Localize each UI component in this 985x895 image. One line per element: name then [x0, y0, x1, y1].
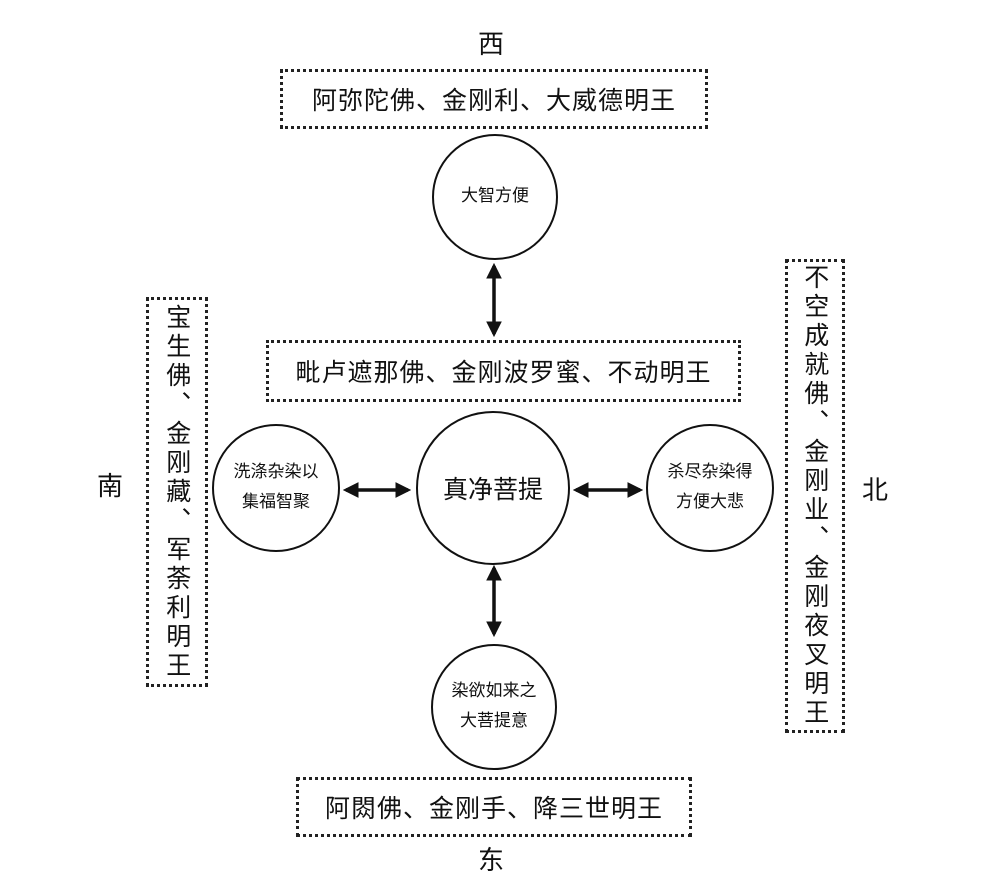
top-circle: 大智方便 [432, 134, 558, 260]
direction-south-label: 南 [97, 472, 124, 502]
south-deity-box: 宝生佛、金刚藏、军荼利明王 [146, 297, 208, 687]
center-circle-label: 真净菩提 [442, 475, 543, 504]
left-circle-line2: 集福智聚 [242, 492, 310, 512]
left-circle-line1: 洗涤杂染以 [233, 462, 319, 483]
center-deity-text: 毗卢遮那佛、金刚波罗蜜、不动明王 [295, 358, 712, 387]
direction-north-label: 北 [862, 476, 889, 506]
bottom-circle: 染欲如来之 大菩提意 [431, 644, 557, 770]
top-circle-label: 大智方便 [461, 186, 529, 207]
north-deity-text: 不空成就佛、金刚业、金刚夜叉明王 [800, 264, 830, 728]
east-deity-box: 阿閦佛、金刚手、降三世明王 [296, 777, 692, 837]
south-deity-text: 宝生佛、金刚藏、军荼利明王 [162, 303, 192, 681]
bottom-circle-line1: 染欲如来之 [451, 681, 537, 702]
right-circle: 杀尽杂染得 方便大悲 [646, 424, 774, 552]
direction-east-label: 东 [478, 846, 505, 876]
west-deity-text: 阿弥陀佛、金刚利、大威德明王 [311, 86, 676, 115]
direction-west-label: 西 [478, 30, 505, 60]
north-deity-box: 不空成就佛、金刚业、金刚夜叉明王 [785, 259, 845, 733]
right-circle-line1: 杀尽杂染得 [667, 462, 753, 483]
left-circle: 洗涤杂染以 集福智聚 [212, 424, 340, 552]
bottom-circle-line2: 大菩提意 [460, 711, 528, 731]
west-deity-box: 阿弥陀佛、金刚利、大威德明王 [280, 69, 708, 129]
center-circle: 真净菩提 [416, 411, 570, 565]
east-deity-text: 阿閦佛、金刚手、降三世明王 [324, 794, 663, 823]
right-circle-line2: 方便大悲 [676, 492, 744, 512]
center-deity-box: 毗卢遮那佛、金刚波罗蜜、不动明王 [266, 340, 741, 402]
